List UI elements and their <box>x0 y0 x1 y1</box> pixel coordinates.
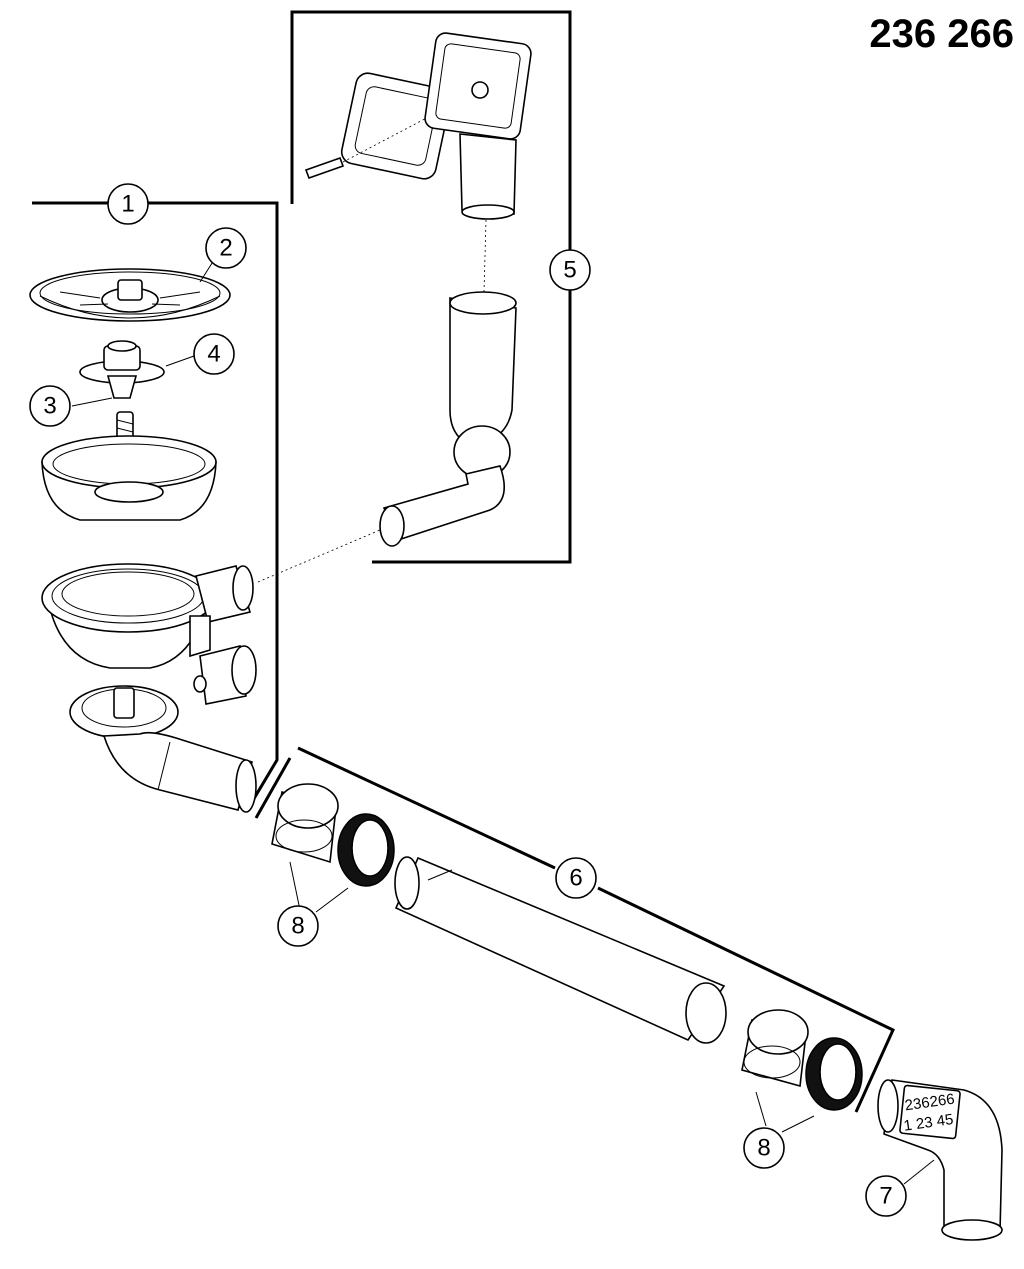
outlet-bowl <box>41 563 254 669</box>
assembly-5-bracket-lower <box>372 290 572 564</box>
union-nut-right <box>741 1009 809 1088</box>
outlet-body <box>69 685 257 813</box>
callout-6: 6 <box>555 857 597 899</box>
callout-4: 4 <box>193 333 235 375</box>
callout-8-right-label: 8 <box>757 1135 770 1162</box>
overflow-hose <box>379 291 517 547</box>
callout-7: 7 <box>865 1175 907 1217</box>
elbow-sticker-batch: 1 23 45 <box>903 1111 955 1135</box>
callout-6-label: 6 <box>569 865 582 892</box>
seal-ring-right <box>805 1037 863 1111</box>
document-number: 236 266 <box>869 12 1014 56</box>
overflow-connector <box>193 645 257 705</box>
callout-3-label: 3 <box>43 393 56 420</box>
assembly-6-bracket-right <box>597 886 895 1113</box>
overflow-cover <box>424 32 532 220</box>
union-nut-left <box>271 783 339 864</box>
callout-8-left: 8 <box>277 905 319 947</box>
leader-lines <box>71 259 935 1185</box>
callout-3: 3 <box>29 385 71 427</box>
guide-line-2 <box>257 529 381 583</box>
callout-8-right: 8 <box>743 1127 785 1169</box>
seal-ring-left <box>337 813 395 887</box>
assembly-6-bracket <box>297 746 556 870</box>
callout-5-label: 5 <box>563 257 576 284</box>
strainer-basket <box>41 435 217 521</box>
callout-4-label: 4 <box>207 341 220 368</box>
assembly-5-bracket <box>290 10 572 250</box>
callout-8-left-label: 8 <box>291 913 304 940</box>
stopper-head <box>79 340 165 399</box>
assembly-1-bracket-right <box>148 201 279 813</box>
strainer-plate <box>29 268 231 322</box>
callout-2-label: 2 <box>219 235 232 262</box>
elbow-sticker-code: 236266 <box>904 1091 956 1115</box>
callout-7-label: 7 <box>879 1183 892 1210</box>
break-mark <box>254 757 292 819</box>
callout-1-label: 1 <box>121 191 134 218</box>
guide-line <box>483 219 487 293</box>
extension-pipe <box>394 856 727 1044</box>
overflow-frame <box>340 72 452 180</box>
elbow-pipe: 236266 1 23 45 <box>877 1079 1003 1241</box>
callout-1: 1 <box>107 183 149 225</box>
callout-2: 2 <box>205 227 247 269</box>
callout-5: 5 <box>549 249 591 291</box>
